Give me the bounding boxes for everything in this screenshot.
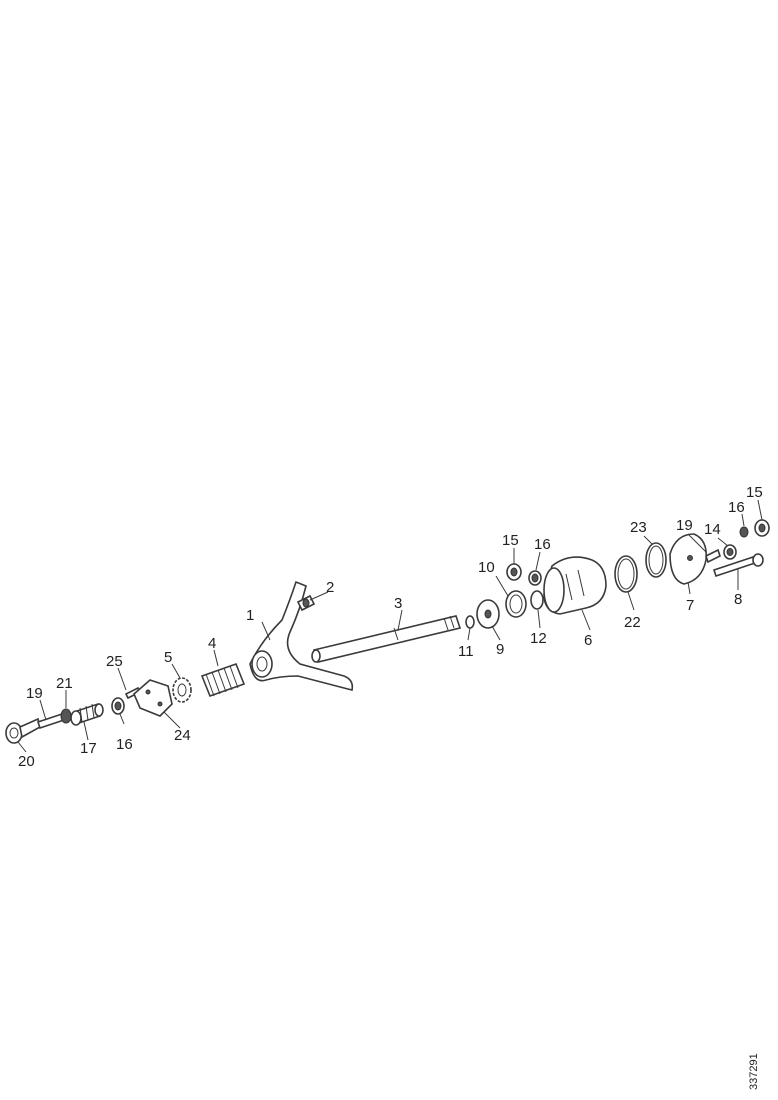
label-part-21: 21	[56, 675, 73, 692]
part-10-ring	[505, 590, 527, 618]
leader-lines	[17, 499, 763, 753]
part-7-cover	[669, 533, 708, 585]
part-6-housing	[543, 556, 607, 615]
label-part-16-left: 16	[116, 736, 133, 753]
part-15-nut-right	[754, 519, 770, 537]
label-part-3: 3	[394, 595, 402, 612]
label-part-15-right: 15	[746, 484, 763, 501]
part-8-bolt	[712, 553, 764, 578]
part-14-nut	[723, 544, 737, 560]
part-17-sleeve	[70, 702, 104, 726]
figure-reference-number: 337291	[748, 1053, 760, 1090]
label-part-4: 4	[208, 635, 216, 652]
label-part-17: 17	[80, 740, 97, 757]
part-12-ring	[530, 590, 544, 610]
label-part-19-left: 19	[26, 685, 43, 702]
part-19-threaded-rod	[36, 712, 66, 730]
label-part-10: 10	[478, 559, 495, 576]
part-1-shift-fork	[249, 580, 354, 691]
part-4-spring	[200, 662, 246, 698]
part-22-gasket	[614, 555, 638, 593]
part-13-small-part	[705, 548, 721, 564]
label-part-6: 6	[584, 632, 592, 649]
part-21-nut	[60, 708, 72, 724]
label-part-22: 22	[624, 614, 641, 631]
label-part-16-mid: 16	[534, 536, 551, 553]
label-part-25: 25	[106, 653, 123, 670]
part-15-nut-mid	[506, 563, 522, 581]
label-part-11: 11	[458, 643, 474, 660]
label-part-2: 2	[326, 579, 334, 596]
label-part-15-mid: 15	[502, 532, 519, 549]
part-3-shaft	[311, 615, 462, 663]
label-part-20: 20	[18, 753, 35, 770]
label-part-16-right: 16	[728, 499, 745, 516]
label-part-5: 5	[164, 649, 172, 666]
part-5-toothed-washer	[172, 677, 192, 703]
label-part-14: 14	[704, 521, 721, 538]
label-part-12: 12	[530, 630, 547, 647]
part-16-washer-right	[739, 526, 749, 538]
part-9-disc	[476, 599, 500, 629]
part-24-plate	[133, 679, 173, 717]
part-23-gasket	[645, 542, 667, 578]
part-16-washer-mid	[528, 570, 542, 586]
label-part-8: 8	[734, 591, 742, 608]
part-20-end-fitting	[5, 717, 41, 744]
label-part-19-right: 19	[676, 517, 693, 534]
label-part-24: 24	[174, 727, 191, 744]
part-16-washer-left	[111, 697, 125, 715]
label-part-9: 9	[496, 641, 504, 658]
label-part-1: 1	[246, 607, 254, 624]
part-11-small-ring	[465, 615, 475, 629]
label-part-23: 23	[630, 519, 647, 536]
label-part-7: 7	[686, 597, 694, 614]
part-labels: 20 19 21 17 16 25 24 5 4 1 2 3 11 9 10 1…	[18, 484, 763, 770]
